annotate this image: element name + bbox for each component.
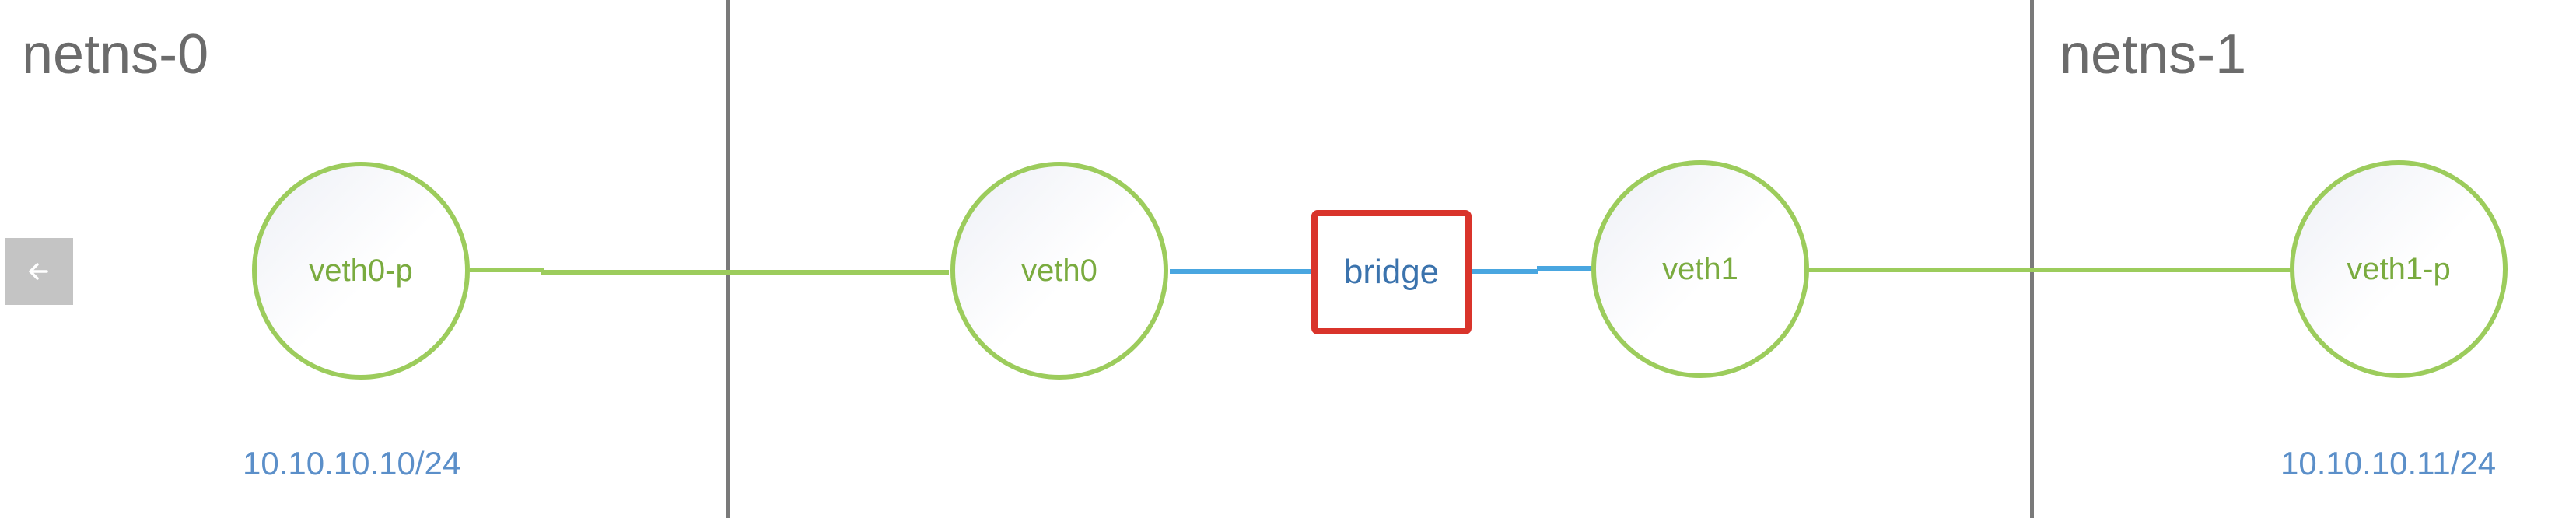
netns-0-ip: 10.10.10.10/24 [243, 445, 461, 481]
veth0-p-node[interactable]: veth0-p [252, 162, 470, 380]
veth0-label: veth0 [1021, 253, 1097, 288]
link-veth0-bridge [1170, 269, 1314, 274]
link-bridge-veth1-a [1468, 269, 1538, 274]
previous-button[interactable] [5, 238, 73, 305]
veth1-node[interactable]: veth1 [1591, 160, 1809, 378]
netns-1-boundary [2030, 0, 2034, 518]
link-bridge-veth1-b [1537, 266, 1593, 271]
netns-0-boundary [726, 0, 730, 518]
link-veth1-veth1-p [1808, 268, 2293, 272]
link-veth0-p-veth0 [541, 270, 949, 275]
veth0-p-label: veth0-p [309, 253, 413, 288]
netns-1-ip: 10.10.10.11/24 [2280, 445, 2497, 481]
netns-0-title: netns-0 [22, 23, 209, 86]
veth1-label: veth1 [1662, 251, 1738, 286]
netns-1-title: netns-1 [2060, 23, 2247, 86]
bridge-label: bridge [1343, 253, 1440, 291]
arrow-left-icon [29, 263, 48, 280]
veth0-node[interactable]: veth0 [950, 162, 1168, 380]
veth1-p-label: veth1-p [2347, 251, 2451, 286]
bridge-box[interactable]: bridge [1311, 210, 1472, 334]
link-veth0-p-stub [470, 268, 544, 272]
veth1-p-node[interactable]: veth1-p [2290, 160, 2508, 378]
